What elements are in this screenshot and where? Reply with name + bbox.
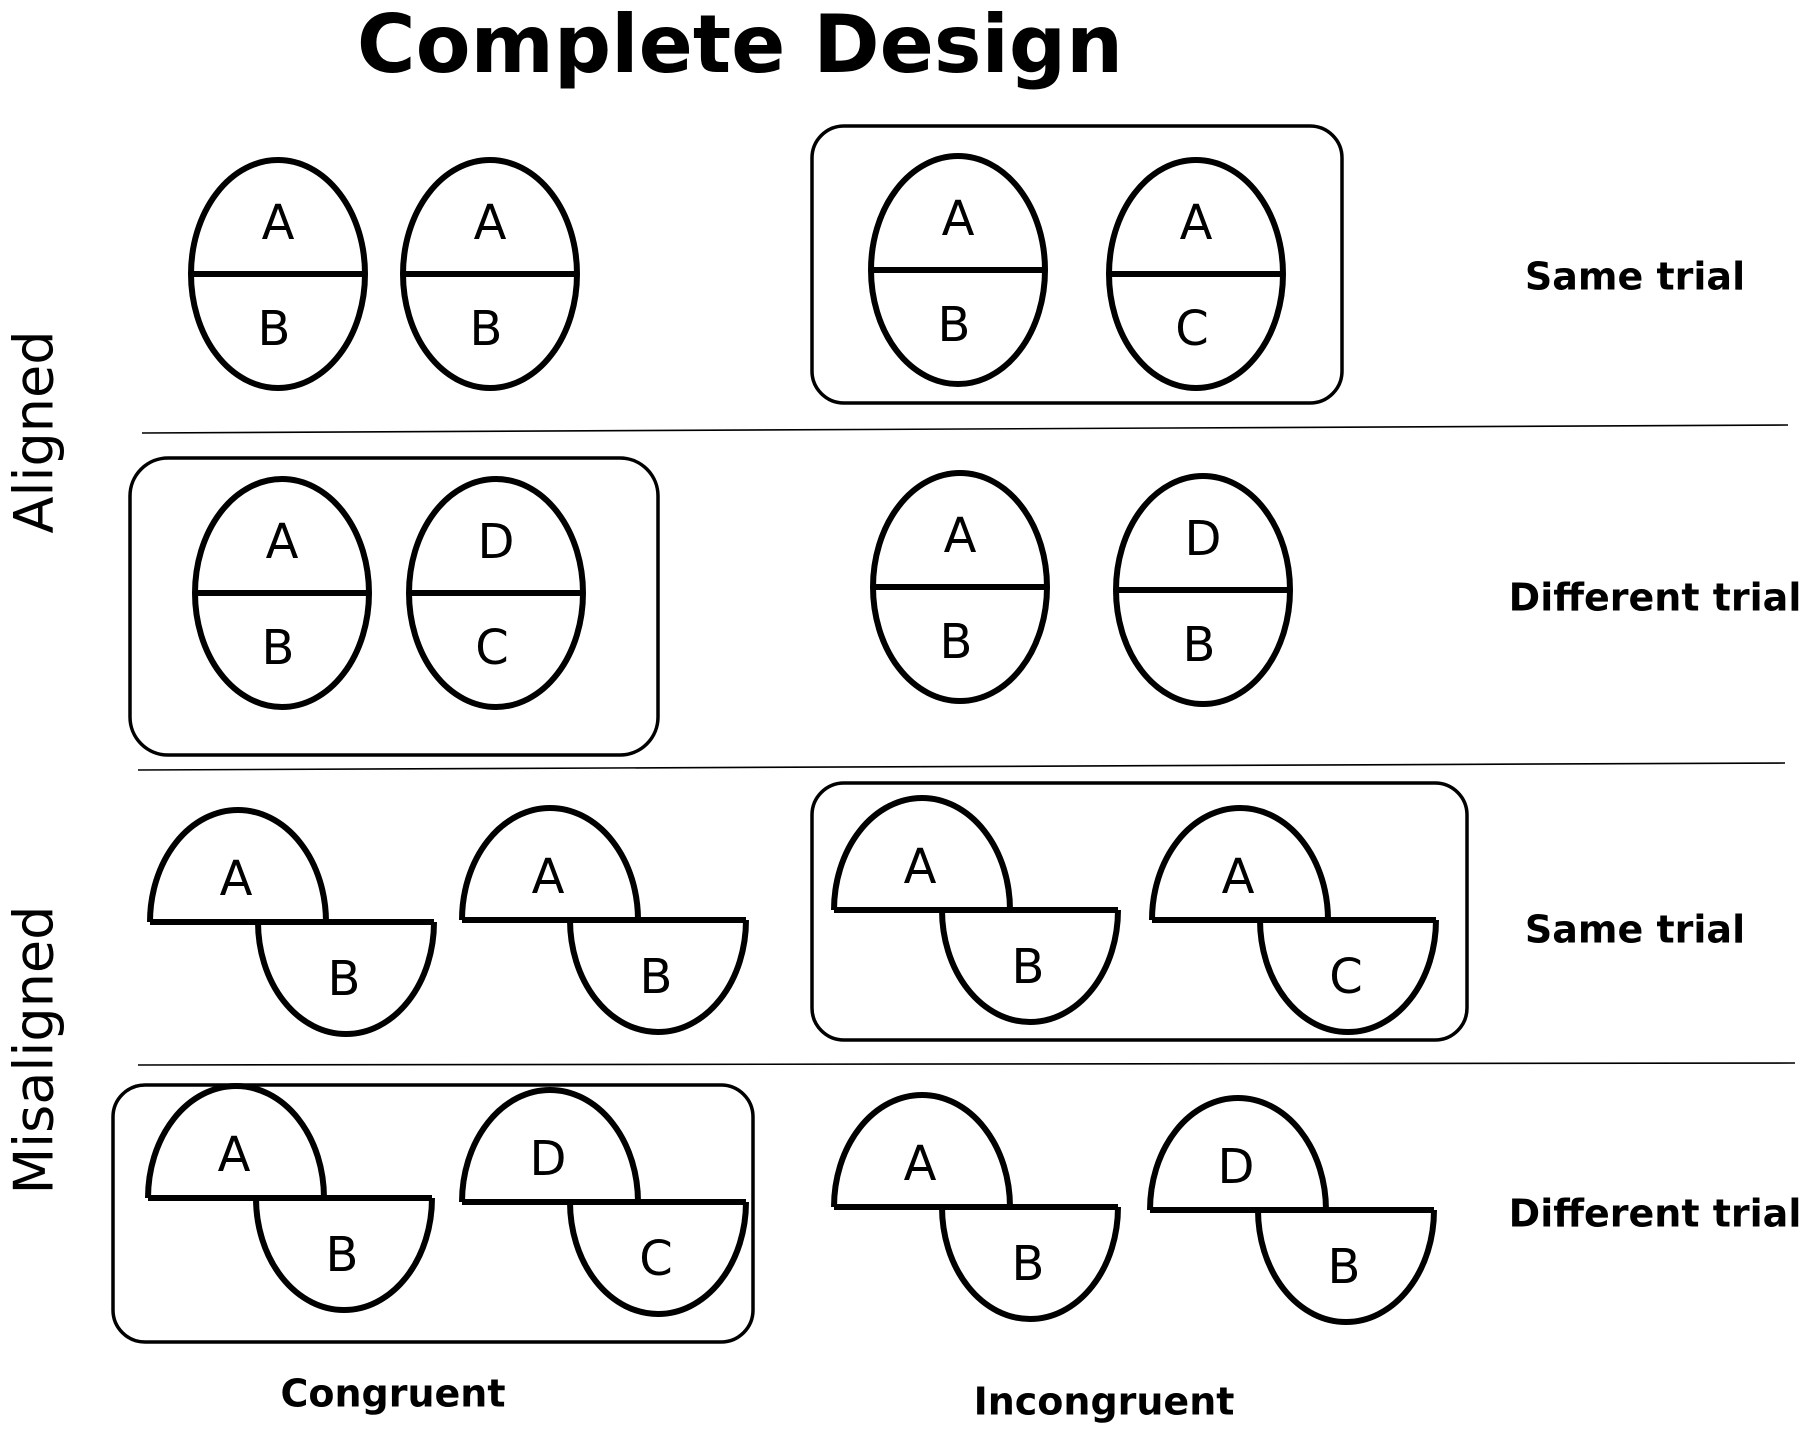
bottom-half-letter: B: [1183, 617, 1216, 673]
top-half-letter: A: [262, 195, 295, 251]
aligned-face: AB: [192, 476, 372, 710]
top-half-letter: A: [1222, 849, 1255, 905]
bottom-half-letter: B: [938, 297, 971, 353]
top-half-letter: A: [944, 508, 977, 564]
bottom-half-outline: [253, 1197, 435, 1313]
top-half-outline: [831, 795, 1013, 911]
bottom-half-letter: C: [639, 1231, 673, 1287]
bottom-half-letter: C: [475, 620, 509, 676]
highlight-box: [128, 456, 660, 757]
bottom-half-outline: [1255, 1209, 1437, 1325]
bottom-half-outline: [1257, 919, 1439, 1035]
bottom-half-outline: [939, 1206, 1121, 1322]
top-half-outline: [1149, 805, 1331, 921]
bottom-half-letter: B: [258, 301, 291, 357]
aligned-face: DC: [406, 476, 586, 710]
top-half-letter: A: [904, 839, 937, 895]
misaligned-face: DB: [1147, 1095, 1437, 1325]
bottom-half-letter: B: [640, 949, 673, 1005]
diagram-title: Complete Design: [357, 0, 1123, 91]
top-half-letter: A: [942, 191, 975, 247]
bottom-half-letter: B: [326, 1227, 359, 1283]
bottom-half-letter: B: [1328, 1239, 1361, 1295]
top-half-outline: [145, 1083, 327, 1199]
top-half-letter: A: [474, 195, 507, 251]
trial-label: Same trial: [1525, 908, 1745, 952]
misaligned-face: AB: [831, 1092, 1121, 1322]
highlight-box: [810, 124, 1344, 405]
misaligned-label: Misaligned: [3, 906, 66, 1195]
bottom-half-outline: [567, 1201, 749, 1317]
bottom-half-letter: B: [328, 951, 361, 1007]
misaligned-face: AB: [459, 805, 749, 1035]
top-half-letter: A: [532, 849, 565, 905]
trial-label: Same trial: [1525, 255, 1745, 299]
top-half-outline: [459, 805, 641, 921]
aligned-face: AC: [1106, 157, 1286, 391]
top-half-letter: A: [266, 514, 299, 570]
misaligned-face: AB: [145, 1083, 435, 1313]
top-half-outline: [1147, 1095, 1329, 1211]
top-half-letter: D: [1185, 511, 1222, 567]
aligned-face: DB: [1113, 473, 1293, 707]
aligned-face: AB: [400, 157, 580, 391]
bottom-half-outline: [939, 909, 1121, 1025]
trial-label: Different trial: [1509, 1192, 1800, 1236]
top-half-letter: D: [478, 514, 515, 570]
aligned-label: Aligned: [3, 331, 66, 534]
aligned-face: AB: [188, 157, 368, 391]
aligned-face: AB: [870, 470, 1050, 704]
bottom-half-letter: C: [1175, 301, 1209, 357]
bottom-half-letter: B: [1012, 939, 1045, 995]
top-half-letter: A: [1180, 195, 1213, 251]
misaligned-face: AC: [1149, 805, 1439, 1035]
highlight-box: [810, 781, 1469, 1042]
misaligned-face: AB: [831, 795, 1121, 1025]
bottom-half-outline: [255, 921, 437, 1037]
top-half-outline: [147, 807, 329, 923]
bottom-half-letter: B: [1012, 1236, 1045, 1292]
misaligned-face: AB: [147, 807, 437, 1037]
bottom-half-letter: B: [262, 620, 295, 676]
top-half-letter: A: [904, 1136, 937, 1192]
top-half-outline: [459, 1087, 641, 1203]
aligned-face: AB: [868, 153, 1048, 387]
highlight-box: [111, 1083, 755, 1344]
row-separator: [137, 1062, 1796, 1066]
bottom-half-outline: [567, 919, 749, 1035]
trial-label: Different trial: [1509, 576, 1800, 620]
congruent-label: Congruent: [280, 1372, 505, 1416]
top-half-letter: A: [218, 1127, 251, 1183]
row-separator: [137, 762, 1786, 771]
bottom-half-letter: C: [1329, 949, 1363, 1005]
bottom-half-letter: B: [470, 301, 503, 357]
top-half-letter: A: [220, 851, 253, 907]
incongruent-label: Incongruent: [974, 1380, 1235, 1424]
bottom-half-letter: B: [940, 614, 973, 670]
top-half-outline: [831, 1092, 1013, 1208]
row-separator: [141, 424, 1789, 434]
top-half-letter: D: [1218, 1139, 1255, 1195]
misaligned-face: DC: [459, 1087, 749, 1317]
top-half-letter: D: [530, 1131, 567, 1187]
